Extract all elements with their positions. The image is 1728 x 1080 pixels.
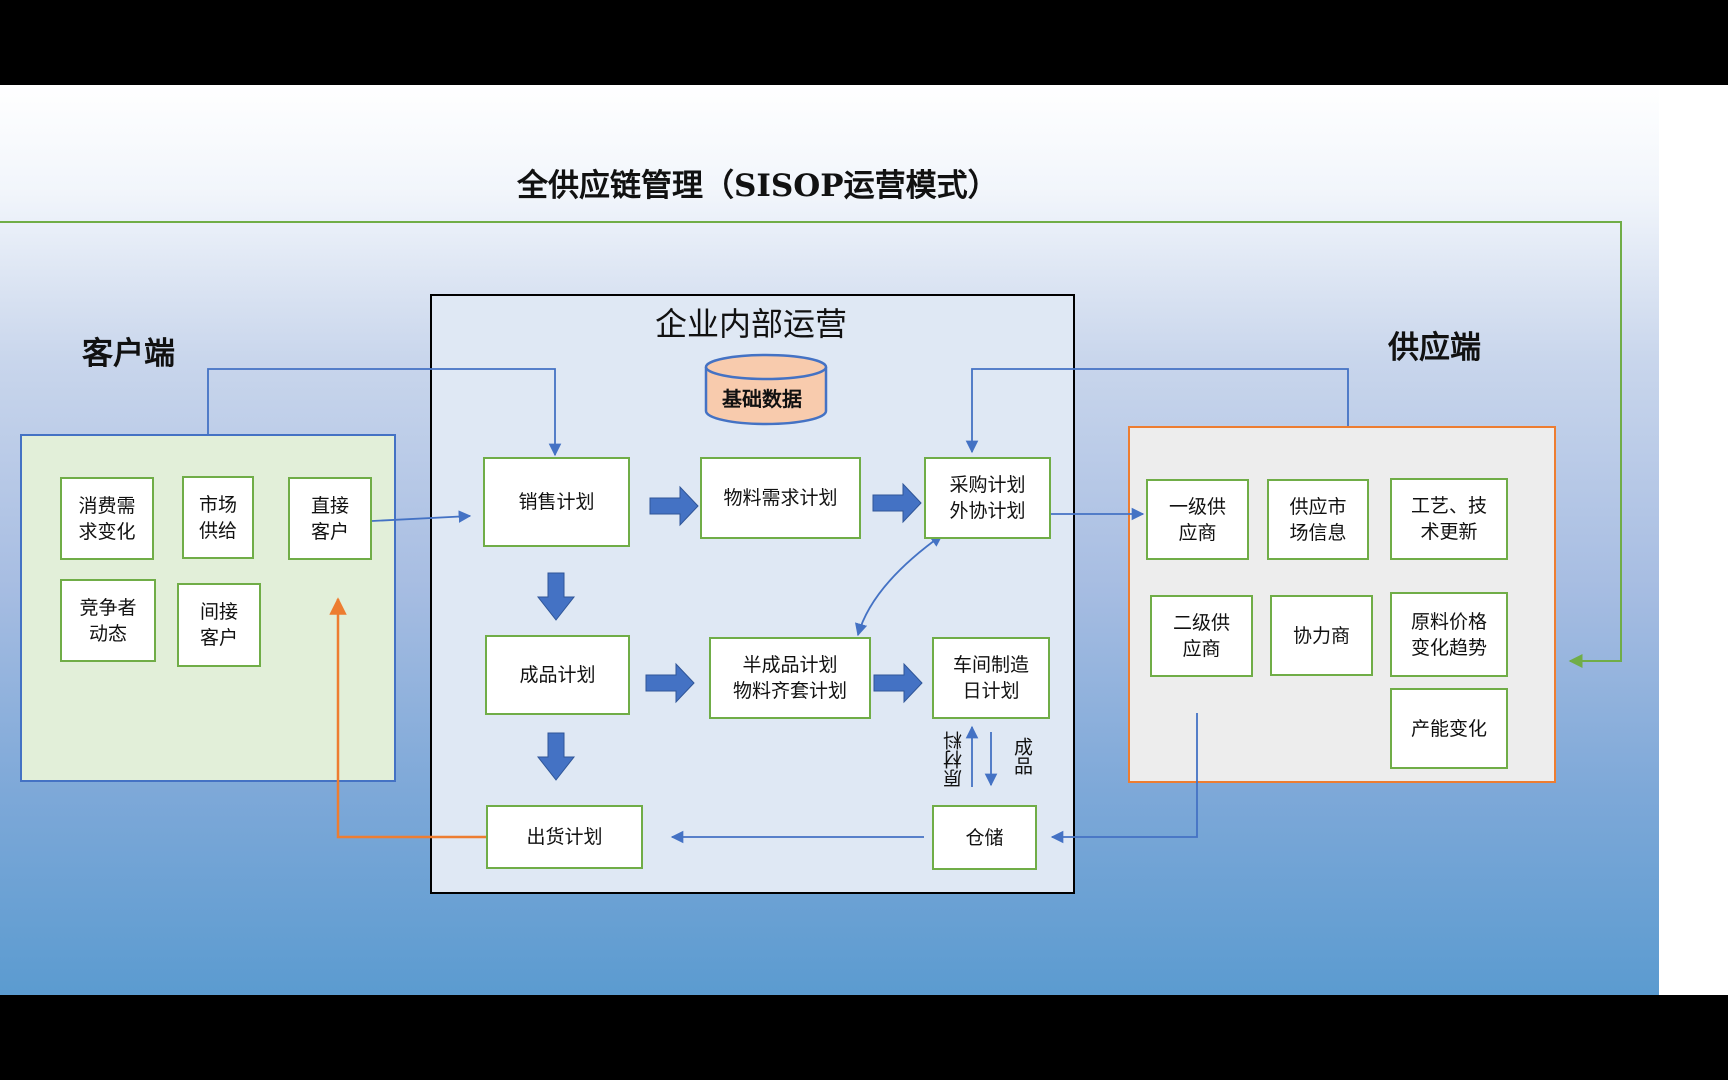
supplier-to-purchase-line	[965, 368, 1349, 454]
box-partner: 协力商	[1270, 595, 1373, 676]
right-edge-strip	[1659, 85, 1728, 995]
box-tier1-supplier: 一级供 应商	[1146, 479, 1249, 560]
box-tech-update: 工艺、技 术更新	[1390, 478, 1508, 560]
supplier-heading: 供应端	[1388, 330, 1481, 366]
box-material-plan: 物料需求计划	[700, 457, 861, 539]
connector-lines	[0, 221, 1622, 844]
shipping-to-customer-line	[329, 597, 486, 839]
outer-loop-line	[0, 221, 1622, 668]
supplier-to-warehouse-line	[1050, 713, 1198, 844]
diagram-title: 全供应链管理（SISOP运营模式）	[517, 168, 999, 204]
box-capacity: 产能变化	[1390, 688, 1508, 769]
raw-material-label: 原材料	[943, 731, 965, 788]
block-arrows	[536, 482, 923, 781]
semi-purchase-curve	[854, 534, 944, 637]
box-tier2-supplier: 二级供 应商	[1150, 595, 1253, 677]
box-indirect-customer: 间接 客户	[177, 583, 261, 667]
customer-heading: 客户端	[82, 336, 175, 372]
box-market-supply: 市场 供给	[182, 476, 254, 559]
block-arrow-sales-finished	[536, 572, 576, 621]
box-consumer-demand: 消费需 求变化	[60, 477, 154, 560]
box-purchase-plan: 采购计划 外协计划	[924, 457, 1051, 539]
internal-heading: 企业内部运营	[655, 305, 848, 343]
box-finished-plan: 成品计划	[485, 635, 630, 715]
block-arrow-sales-material	[649, 485, 699, 527]
box-direct-customer: 直接 客户	[288, 477, 372, 560]
box-shipping-plan: 出货计划	[486, 805, 643, 869]
direct-to-sales-line	[371, 510, 472, 523]
block-arrow-finished-shipping	[536, 732, 576, 781]
box-market-info: 供应市 场信息	[1267, 479, 1369, 560]
box-price-trend: 原料价格 变化趋势	[1390, 592, 1508, 677]
block-arrow-semi-workshop	[873, 662, 923, 704]
block-arrow-finished-semi	[645, 662, 695, 704]
database-label: 基础数据	[722, 387, 802, 411]
box-semi-plan: 半成品计划 物料齐套计划	[709, 637, 871, 719]
block-arrow-material-purchase	[872, 482, 922, 524]
customer-to-sales-line	[207, 368, 562, 457]
box-warehouse: 仓储	[932, 805, 1037, 870]
box-workshop-plan: 车间制造 日计划	[932, 637, 1050, 719]
box-sales-plan: 销售计划	[483, 457, 630, 547]
slide-canvas: 全供应链管理（SISOP运营模式） 客户端 供应端 企业内部运营 基础数据	[0, 85, 1659, 995]
finished-goods-label: 成品	[1011, 737, 1033, 775]
box-competitor: 竞争者 动态	[60, 579, 156, 662]
database-icon	[704, 353, 828, 426]
